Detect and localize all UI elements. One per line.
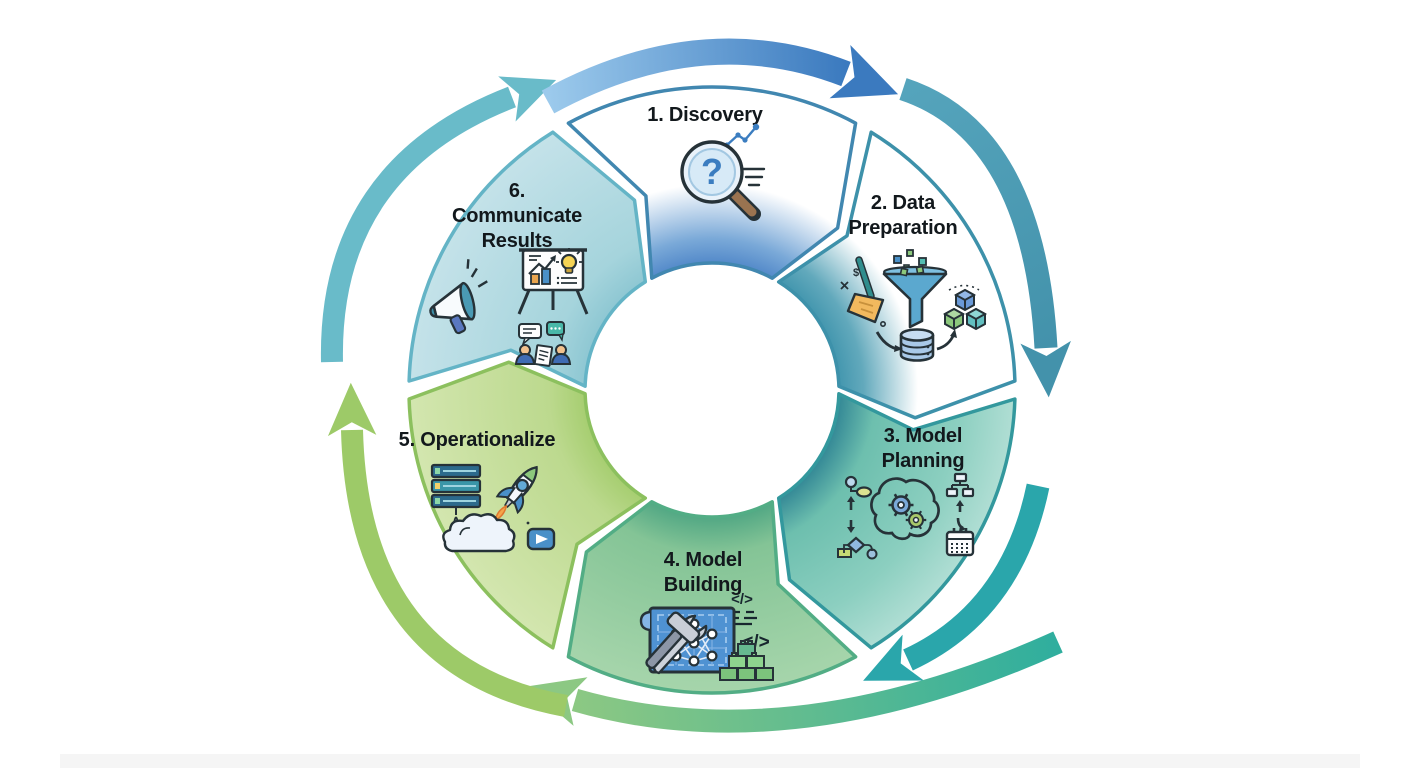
blueprint-tools-icon: </> </>: [639, 591, 774, 681]
gear-blue: [888, 493, 914, 517]
notes-lines: [741, 167, 766, 187]
hammer-icon: [645, 611, 701, 670]
megaphone-presentation-icon: [429, 248, 589, 367]
rocket: [494, 465, 538, 522]
megaphone: [429, 259, 488, 335]
segment-model-building-wedge: [566, 500, 858, 695]
arrow-3-to-4: [863, 483, 1050, 681]
server-stack: [430, 463, 482, 527]
rocket-launch-icon: [430, 463, 556, 553]
brain-gears-planning-icon: [837, 472, 975, 560]
sparkle-x: [840, 281, 849, 290]
arrow-5-to-6: [327, 382, 568, 717]
bottom-shadow-strip: [60, 754, 1360, 768]
discussion-people: [514, 321, 572, 367]
arrow-4-to-5: [527, 631, 1063, 733]
building-blocks: [719, 640, 774, 681]
segment-operationalize-wedge: [407, 360, 648, 650]
brain-outline: [870, 477, 940, 541]
tree-root: [953, 472, 968, 483]
segment-operationalize-label: 5. Operationalize: [399, 429, 556, 451]
arrow-1-to-2: [541, 38, 899, 114]
speech-bubble-left: [518, 323, 542, 339]
question-glyph: ?: [701, 151, 723, 192]
center-circle: [591, 269, 833, 511]
broom-funnel-database-icon: $: [840, 249, 988, 362]
arrow-2-to-3: [899, 78, 1071, 398]
calendar-icon: [945, 528, 975, 557]
lightbulb-icon: [556, 248, 582, 274]
data-cubes: [942, 284, 988, 331]
funnel: [882, 272, 948, 329]
broom-bristles: [846, 292, 885, 324]
presentation-easel: [517, 248, 589, 315]
smoke-cloud: [442, 513, 516, 553]
database-cylinder: [899, 328, 935, 362]
mini-trend-line: [726, 126, 757, 146]
arrow-6-to-1: [320, 76, 557, 363]
gear-green: [905, 510, 927, 530]
magnifier-handle: [730, 190, 757, 217]
dollar-glyph: $: [853, 267, 859, 279]
magnifier-question-icon: ?: [680, 123, 766, 221]
broom-handle: [856, 257, 874, 299]
code-glyph: </>: [731, 591, 753, 608]
segment-discovery-label: 1. Discovery: [647, 104, 764, 126]
